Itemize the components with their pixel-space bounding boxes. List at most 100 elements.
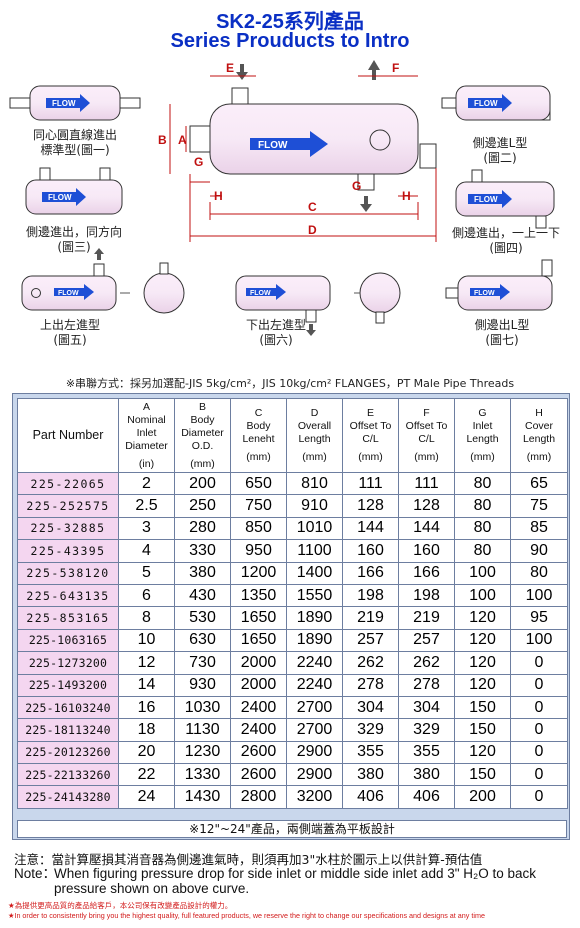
column-unit: (mm) xyxy=(302,451,327,463)
note-english-label: Note： xyxy=(14,866,57,881)
table-cell: 2000 xyxy=(230,673,287,697)
part-number-cell: 225-853165 xyxy=(17,606,119,630)
table-cell: 930 xyxy=(174,673,231,697)
table-cell: 198 xyxy=(398,583,455,608)
table-cell: 2600 xyxy=(230,740,287,765)
table-cell: 650 xyxy=(230,471,287,496)
table-cell: 2700 xyxy=(286,695,343,720)
table-cell: 150 xyxy=(454,695,511,720)
table-cell: 278 xyxy=(398,673,455,697)
table-cell: 120 xyxy=(454,651,511,675)
flow-label: FLOW xyxy=(474,290,495,297)
note-english: Note： When figuring pressure drop for si… xyxy=(14,866,574,896)
column-label: Inlet Length xyxy=(466,420,499,445)
table-cell: 128 xyxy=(398,494,455,518)
column-unit: (mm) xyxy=(526,451,552,463)
dimension-g-side: G xyxy=(352,179,361,193)
table-cell: 2900 xyxy=(286,763,343,787)
figure-3-caption-line2: (圖三) xyxy=(57,240,90,254)
column-label: Body Diameter O.D. xyxy=(181,413,224,452)
dimension-e: E xyxy=(226,61,234,75)
flow-arrow-icon: FLOW xyxy=(470,284,510,300)
column-label: Overall Length xyxy=(297,420,332,445)
dimension-a: A xyxy=(178,133,187,147)
part-number-cell: 225-643135 xyxy=(17,583,119,608)
table-cell: 120 xyxy=(454,628,511,653)
configuration-diagrams: FLOW 同心圓直線進出 標準型(圖一) FLOW 側邊進L型 (圖二) FLO… xyxy=(9,60,560,347)
part-number-cell: 225-1273200 xyxy=(17,651,119,675)
flow-label: FLOW xyxy=(474,195,498,204)
table-cell: 910 xyxy=(286,494,343,518)
table-cell: 2240 xyxy=(286,673,343,697)
column-label: Nominal Inlet Diameter xyxy=(125,413,168,452)
table-cell: 1230 xyxy=(174,740,231,765)
flow-arrow-icon: FLOW xyxy=(42,188,86,206)
table-cell: 80 xyxy=(454,539,511,563)
dimension-f: F xyxy=(392,61,399,75)
table-cell: 14 xyxy=(118,673,175,697)
flow-label: FLOW xyxy=(250,290,271,297)
table-cell: 0 xyxy=(510,763,568,787)
figure-6-caption-line1: 下出左進型 xyxy=(246,317,306,332)
column-letter: B xyxy=(198,400,206,413)
table-cell: 630 xyxy=(174,628,231,653)
note-chinese: 注意：當計算壓損其消音器為側邊進氣時，則須再加3"水柱於圖示上以供計算-預估值 xyxy=(14,852,483,867)
part-number-cell: 225-22065 xyxy=(17,471,119,496)
table-cell: 90 xyxy=(510,539,568,563)
table-cell: 18 xyxy=(118,718,175,742)
table-cell: 144 xyxy=(398,516,455,541)
figure-1-caption-line1: 同心圓直線進出 xyxy=(33,127,117,142)
table-cell: 8 xyxy=(118,606,175,630)
table-cell: 95 xyxy=(510,606,568,630)
table-cell: 120 xyxy=(454,740,511,765)
column-letter: H xyxy=(535,407,543,419)
figure-3-caption-line1: 側邊進出，同方向 xyxy=(26,224,122,239)
table-cell: 257 xyxy=(398,628,455,653)
table-cell: 4 xyxy=(118,539,175,563)
table-cell: 166 xyxy=(342,561,399,585)
connection-note: ※串聯方式：採另加選配-JIS 5kg/cm²，JIS 10kg/cm² FLA… xyxy=(65,377,515,390)
table-cell: 2900 xyxy=(286,740,343,765)
table-cell: 100 xyxy=(510,583,568,608)
table-cell: 0 xyxy=(510,740,568,765)
table-cell: 730 xyxy=(174,651,231,675)
column-label: Cover Length xyxy=(522,420,556,445)
column-label: Part Number xyxy=(32,428,104,442)
table-cell: 65 xyxy=(510,471,568,496)
table-cell: 1130 xyxy=(174,718,231,742)
table-cell: 329 xyxy=(342,718,399,742)
part-number-cell: 225-20123260 xyxy=(17,740,119,765)
table-cell: 430 xyxy=(174,583,231,608)
table-cell: 0 xyxy=(510,718,568,742)
table-cell: 1650 xyxy=(230,606,287,630)
table-cell: 1400 xyxy=(286,561,343,585)
table-cell: 950 xyxy=(230,539,287,563)
table-cell: 2800 xyxy=(230,785,287,809)
dimension-h-right: H xyxy=(402,189,411,203)
table-cell: 111 xyxy=(398,471,455,496)
table-cell: 2700 xyxy=(286,718,343,742)
part-number-cell: 225-43395 xyxy=(17,539,119,563)
table-cell: 262 xyxy=(398,651,455,675)
page-title-cn: SK2-25系列產品 xyxy=(216,11,364,33)
part-number-cell: 225-32885 xyxy=(17,516,119,541)
table-cell: 198 xyxy=(342,583,399,608)
main-dimension-drawing: FLOW E F B A G G H H C D xyxy=(158,60,437,242)
table-cell: 355 xyxy=(342,740,399,765)
figure-1-caption-line2: 標準型(圖一) xyxy=(40,142,109,157)
figure-1-straight-through: FLOW 同心圓直線進出 標準型(圖一) xyxy=(9,85,141,157)
table-cell: 380 xyxy=(174,561,231,585)
table-cell: 2000 xyxy=(230,651,287,675)
dimension-d: D xyxy=(308,223,317,237)
table-cell: 80 xyxy=(510,561,568,585)
